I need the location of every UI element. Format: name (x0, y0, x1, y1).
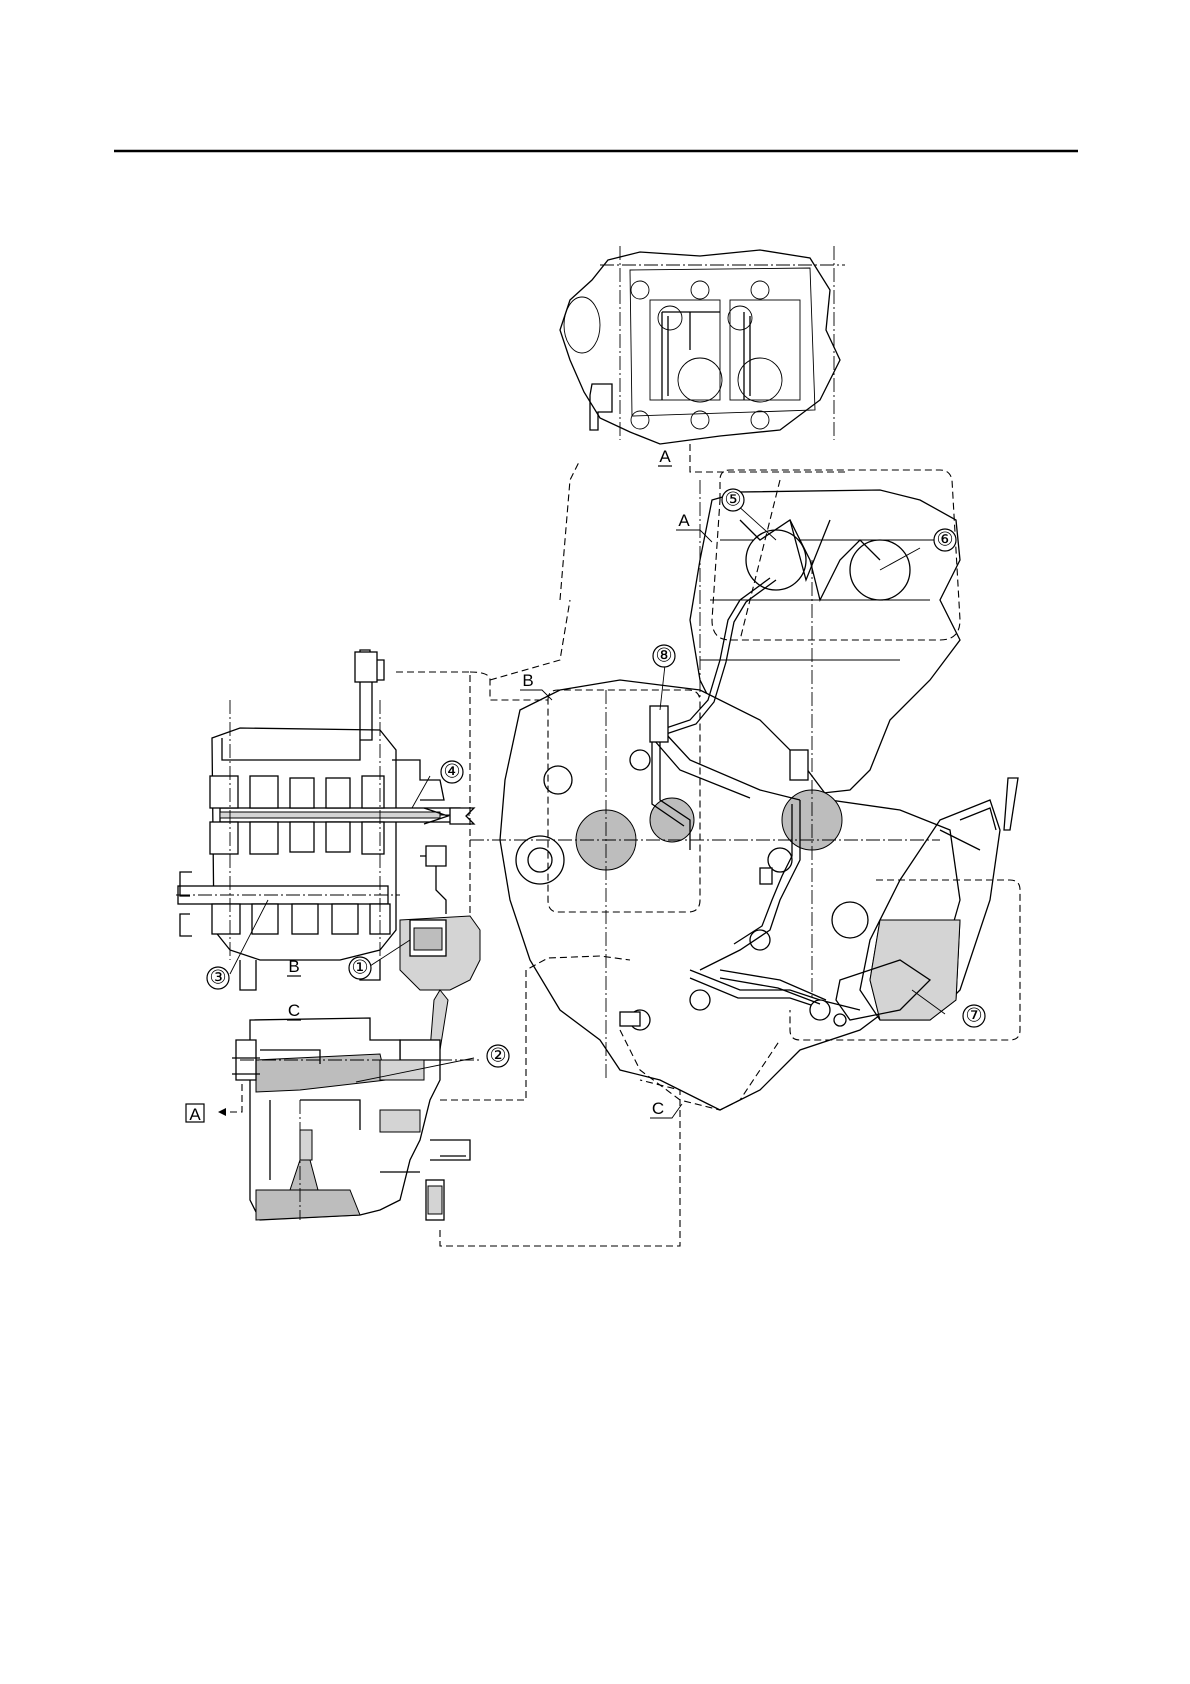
callout-6: ⑥ (934, 529, 956, 551)
callout-3: ③ (207, 967, 229, 989)
section-label-a-box: A (189, 1105, 201, 1124)
section-label-b-right: B (522, 671, 533, 690)
callout-7: ⑦ (963, 1005, 985, 1027)
callout-5: ⑤ (722, 489, 744, 511)
callout-2-label: ② (489, 1046, 506, 1067)
section-label-c-left: C (288, 1001, 300, 1020)
callout-1-label: ① (351, 958, 368, 979)
callout-7-label: ⑦ (965, 1006, 982, 1027)
callout-5-label: ⑤ (724, 490, 741, 511)
callout-4-label: ④ (443, 762, 460, 783)
engine-side-view (470, 480, 1018, 1110)
callout-3-label: ③ (209, 968, 226, 989)
section-label-b-left: B (288, 957, 299, 976)
callout-1: ① (349, 957, 371, 979)
callout-8: ⑧ (653, 645, 675, 667)
section-label-a-top: A (659, 447, 671, 466)
callout-8-label: ⑧ (655, 646, 672, 667)
section-label-c-right: C (652, 1099, 664, 1118)
callout-2: ② (487, 1045, 509, 1067)
callout-6-label: ⑥ (936, 530, 953, 551)
callout-4: ④ (441, 761, 463, 783)
cylinder-head-top-view (560, 246, 845, 444)
section-label-a-right: A (678, 511, 690, 530)
